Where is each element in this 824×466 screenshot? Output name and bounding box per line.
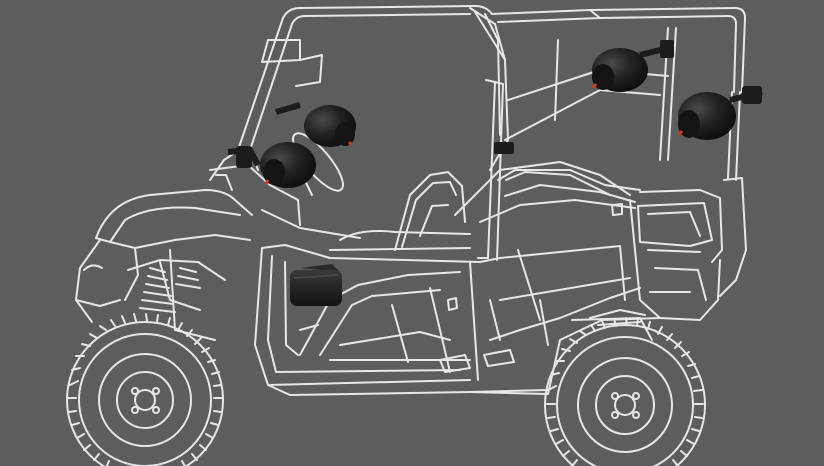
speaker-pod-front-left xyxy=(275,102,356,147)
seats xyxy=(329,161,631,251)
speaker-pod-rear-left xyxy=(591,45,669,92)
front-body xyxy=(75,151,301,341)
amplifier-box xyxy=(290,264,342,306)
rear-wheel xyxy=(544,309,706,466)
mount-clamps xyxy=(494,40,674,154)
main-body xyxy=(254,169,747,396)
front-wheel xyxy=(66,313,224,466)
speaker-pod-front-right xyxy=(227,142,316,188)
speaker-pod-rear-right xyxy=(677,86,763,140)
